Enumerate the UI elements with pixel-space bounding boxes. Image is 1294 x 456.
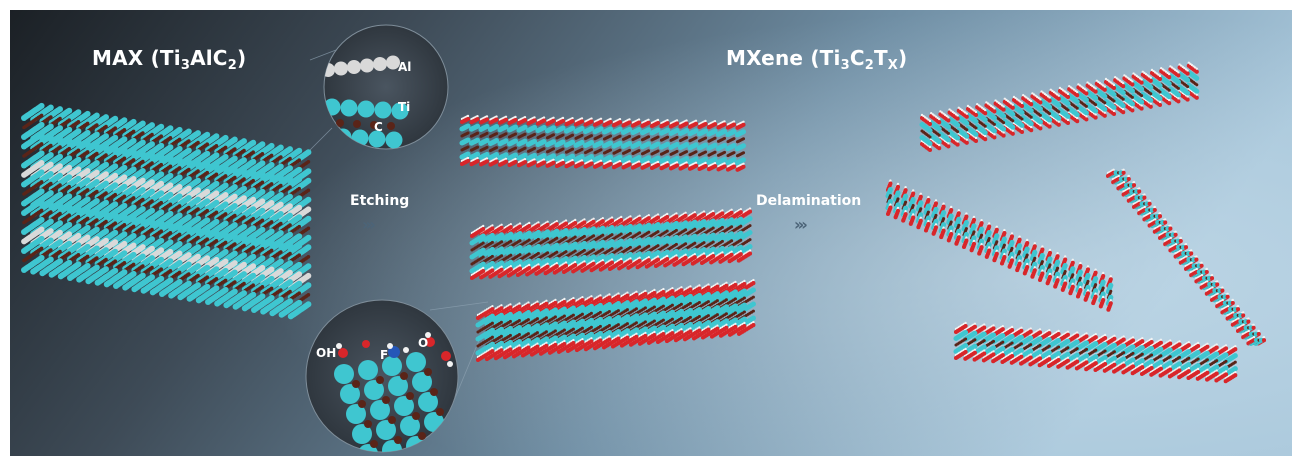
mxene-stack-3 <box>475 278 756 363</box>
zoom-label-o: O <box>418 336 429 350</box>
flake-diag-right <box>1105 168 1267 346</box>
max-title: MAX (Ti3AlC2) <box>92 46 247 73</box>
max-block <box>21 102 312 320</box>
flake-bottom <box>953 321 1238 384</box>
delamination-arrow-icon: ››› <box>794 215 808 234</box>
mxene-stack-1 <box>459 114 747 172</box>
molecular-illustration <box>10 10 1292 456</box>
zoom-label-oh: OH <box>316 346 337 360</box>
etching-label: Etching <box>350 193 410 209</box>
diagram-frame: MAX (Ti3AlC2) MXene (Ti3C2TX) Etching ››… <box>10 10 1292 456</box>
mxene-title: MXene (Ti3C2TX) <box>726 46 908 73</box>
zoom-label-ti: Ti <box>398 100 411 114</box>
crystal-structures <box>21 61 1267 384</box>
zoom-label-f: F <box>380 348 389 362</box>
flake-top <box>919 61 1200 153</box>
zoom-label-c: C <box>374 120 383 134</box>
zoom-label-al: Al <box>398 60 412 74</box>
mxene-stack-2 <box>469 207 753 281</box>
delamination-label: Delamination <box>756 193 862 209</box>
flake-diag-left <box>885 179 1114 312</box>
etching-arrow-icon: ››› <box>362 215 376 234</box>
